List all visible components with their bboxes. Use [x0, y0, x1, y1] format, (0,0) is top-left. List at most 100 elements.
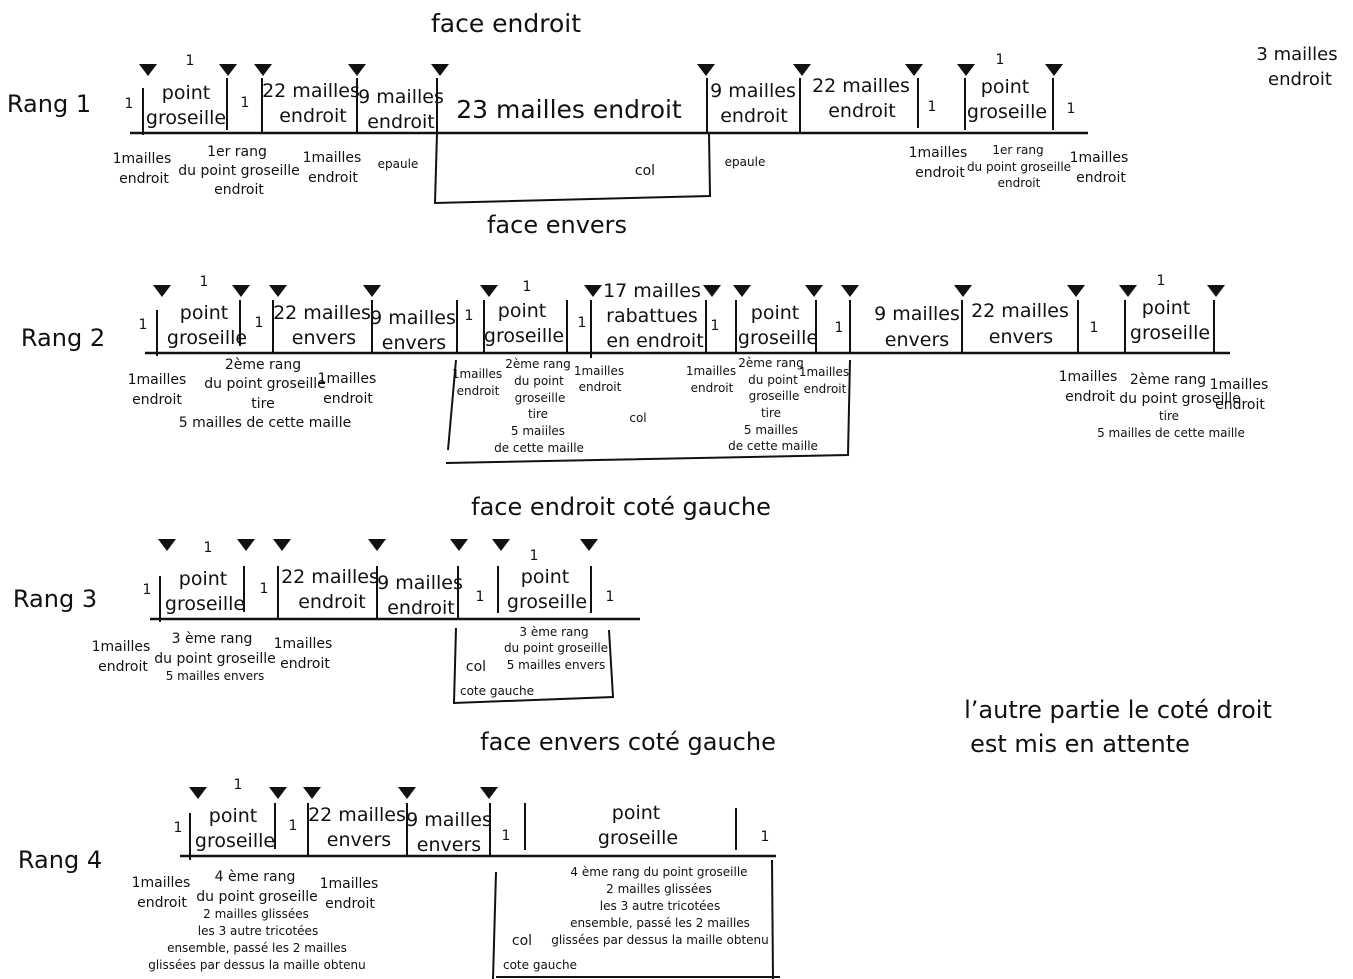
diagram-label: envers	[885, 329, 949, 351]
marker-triangle-icon	[805, 285, 823, 297]
note-text: ensemble, passé les 2 mailles	[570, 916, 750, 930]
row-label: Rang 1	[7, 90, 91, 118]
note-text: 1mailles	[452, 367, 502, 381]
stitch-count: 1	[1067, 101, 1076, 117]
section-title: face endroit	[431, 9, 581, 38]
note-text: endroit	[691, 381, 734, 395]
note-text: 2ème rang	[225, 357, 301, 373]
row-label: Rang 2	[21, 324, 105, 352]
note-text: endroit	[1076, 170, 1126, 186]
note-text: de cette maille	[728, 439, 818, 453]
note-text: est mis en attente	[970, 730, 1190, 758]
diagram-label: point	[498, 300, 546, 322]
diagram-label: point	[162, 82, 210, 104]
stitch-count: 1	[465, 308, 474, 324]
note-text: endroit	[804, 382, 847, 396]
diagram-label: groseille	[507, 591, 587, 613]
note-text: 1mailles	[303, 150, 362, 166]
stitch-count: 1	[241, 95, 250, 111]
note-text: col	[466, 659, 486, 675]
note-text: du point groseille	[1119, 391, 1240, 407]
diagram-label: endroit	[828, 100, 896, 122]
note-text: glissées par dessus la maille obtenu	[551, 933, 769, 947]
marker-triangle-icon	[368, 539, 386, 551]
diagram-label: point	[981, 76, 1029, 98]
diagram-label: point	[180, 302, 228, 324]
note-text: tire	[1159, 409, 1179, 423]
note-text: epaule	[378, 157, 419, 171]
marker-triangle-icon	[954, 285, 972, 297]
stitch-count: 1	[186, 53, 195, 69]
marker-triangle-icon	[697, 64, 715, 76]
stitch-count: 1	[996, 52, 1005, 68]
diagram-label: en endroit	[606, 330, 703, 352]
diagram-label: point	[1142, 297, 1190, 319]
diagram-label: groseille	[146, 107, 226, 129]
diagram-label: 9 mailles	[370, 307, 456, 329]
stitch-count: 1	[606, 589, 615, 605]
note-text: endroit	[98, 659, 148, 675]
marker-triangle-icon	[580, 539, 598, 551]
note-text: 4 ème rang du point groseille	[570, 865, 747, 879]
neckline-bracket	[447, 359, 457, 451]
row-label: Rang 4	[18, 846, 102, 874]
diagram-label: groseille	[1130, 322, 1210, 344]
marker-triangle-icon	[1207, 285, 1225, 297]
diagram-label: point	[612, 802, 660, 824]
diagram-label: 17 mailles	[603, 280, 701, 302]
diagram-label: endroit	[279, 105, 347, 127]
diagram-label: groseille	[598, 827, 678, 849]
marker-triangle-icon	[158, 539, 176, 551]
note-text: 2 mailles glissées	[203, 907, 309, 921]
note-text: du point groseille	[967, 160, 1071, 174]
diagram-label: rabattues	[606, 305, 698, 327]
diagram-label: groseille	[738, 327, 818, 349]
note-text: 1er rang	[992, 143, 1043, 157]
note-text: endroit	[325, 896, 375, 912]
note-text: 5 mailles	[744, 423, 798, 437]
diagram-label: 22 mailles	[308, 804, 406, 826]
stitch-count: 1	[1157, 273, 1166, 289]
note-text: 2ème rang	[1130, 372, 1206, 388]
section-title: face envers coté gauche	[480, 728, 776, 756]
note-text: endroit	[308, 170, 358, 186]
diagram-label: 22 mailles	[262, 80, 360, 102]
marker-triangle-icon	[237, 539, 255, 551]
note-text: 2 mailles glissées	[606, 882, 712, 896]
neckline-bracket	[452, 627, 615, 705]
note-text: 1mailles	[1210, 377, 1269, 393]
stitch-count: 1	[204, 540, 213, 556]
diagram-label: 22 mailles	[812, 75, 910, 97]
note-text: de cette maille	[494, 441, 584, 455]
neckline-bracket	[771, 859, 774, 979]
note-text: cote gauche	[503, 958, 577, 972]
marker-triangle-icon	[219, 64, 237, 76]
note-text: endroit	[579, 380, 622, 394]
note-text: endroit	[998, 176, 1041, 190]
marker-triangle-icon	[269, 285, 287, 297]
marker-triangle-icon	[1045, 64, 1063, 76]
note-text: 5 mailles envers	[507, 658, 606, 672]
diagram-label: groseille	[484, 325, 564, 347]
marker-triangle-icon	[348, 64, 366, 76]
marker-triangle-icon	[450, 539, 468, 551]
note-text: endroit	[132, 392, 182, 408]
note-text: 5 mailles de cette maille	[1097, 426, 1245, 440]
stitch-count: 1	[1090, 320, 1099, 336]
marker-triangle-icon	[480, 787, 498, 799]
diagram-label: groseille	[967, 101, 1047, 123]
note-text: du point groseille	[504, 641, 608, 655]
note-text: 3 ème rang	[172, 631, 253, 647]
note-text: du point	[514, 374, 564, 388]
note-text: endroit	[214, 182, 264, 198]
stitch-count: 1	[139, 317, 148, 333]
marker-triangle-icon	[492, 539, 510, 551]
stitch-count: 1	[200, 274, 209, 290]
diagram-label: endroit	[387, 597, 455, 619]
diagram-label: 9 mailles	[406, 809, 492, 831]
marker-triangle-icon	[153, 285, 171, 297]
marker-triangle-icon	[273, 539, 291, 551]
note-text: l’autre partie le coté droit	[964, 696, 1272, 724]
stitch-count: 1	[260, 581, 269, 597]
